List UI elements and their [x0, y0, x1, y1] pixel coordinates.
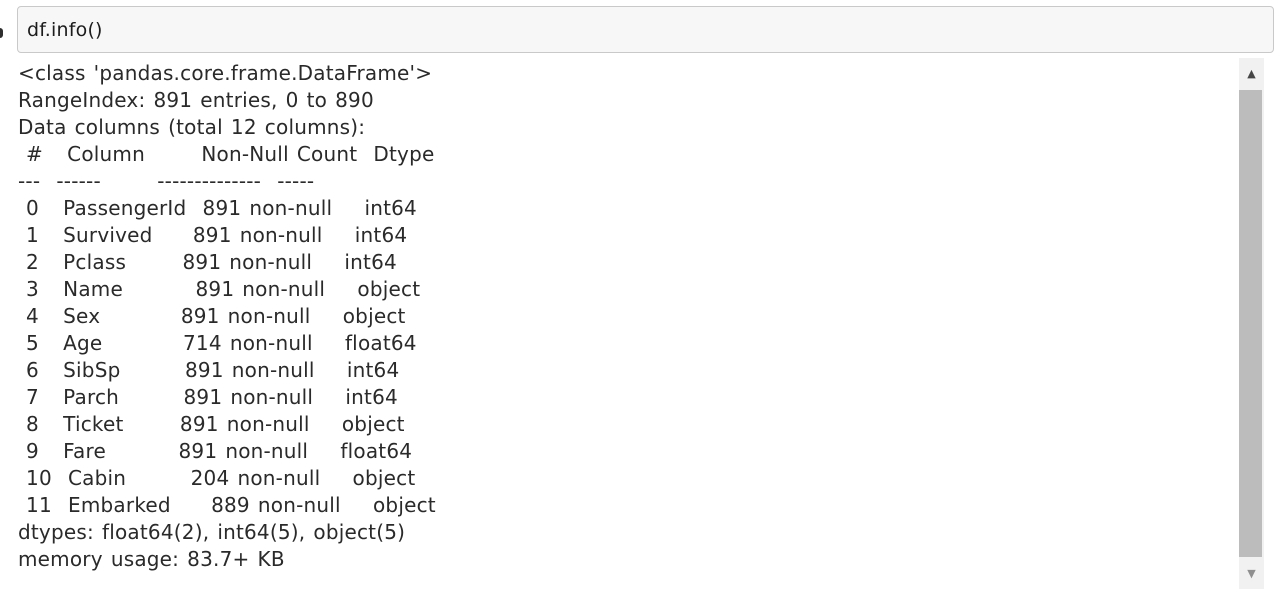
output-line-memory-usage: memory usage: 83.7+ KB [18, 547, 285, 571]
output-line-row: 10 Cabin 204 non-null object [18, 466, 424, 490]
output-line-class: <class 'pandas.core.frame.DataFrame'> [18, 61, 433, 85]
output-line-rangeindex: RangeIndex: 891 entries, 0 to 890 [18, 88, 374, 112]
output-line-row: 8 Ticket 891 non-null object [18, 412, 413, 436]
output-line-datacolumns: Data columns (total 12 columns): [18, 115, 366, 139]
output-line-row: 0 PassengerId 891 non-null int64 [18, 196, 434, 220]
output-line-header: # Column Non-Null Count Dtype [18, 142, 451, 166]
scroll-up-icon: ▲ [1247, 67, 1256, 80]
scrollbar-down-button[interactable]: ▼ [1239, 558, 1264, 589]
scroll-down-icon: ▼ [1247, 567, 1256, 580]
dataframe-info-output: <class 'pandas.core.frame.DataFrame'> Ra… [18, 60, 1218, 573]
output-line-row: 11 Embarked 889 non-null object [18, 493, 444, 517]
code-text: df.info() [27, 18, 103, 41]
output-line-row: 9 Fare 891 non-null float64 [18, 439, 413, 463]
output-line-row: 1 Survived 891 non-null int64 [18, 223, 424, 247]
output-line-row: 4 Sex 891 non-null object [18, 304, 414, 328]
output-line-row: 7 Parch 891 non-null int64 [18, 385, 415, 409]
output-line-divider: --- ------ -------------- ----- [18, 169, 331, 193]
output-scrollbar[interactable]: ▲ ▼ [1239, 58, 1264, 589]
cropped-prompt-fragment [0, 28, 3, 38]
output-line-row: 6 SibSp 891 non-null int64 [18, 358, 416, 382]
code-input-cell[interactable]: df.info() [17, 6, 1274, 53]
output-line-dtypes: dtypes: float64(2), int64(5), object(5) [18, 520, 406, 544]
output-line-row: 5 Age 714 non-null float64 [18, 331, 417, 355]
output-line-row: 2 Pclass 891 non-null int64 [18, 250, 414, 274]
output-line-row: 3 Name 891 non-null object [18, 277, 429, 301]
scrollbar-thumb[interactable] [1239, 90, 1262, 557]
scrollbar-up-button[interactable]: ▲ [1239, 58, 1264, 89]
